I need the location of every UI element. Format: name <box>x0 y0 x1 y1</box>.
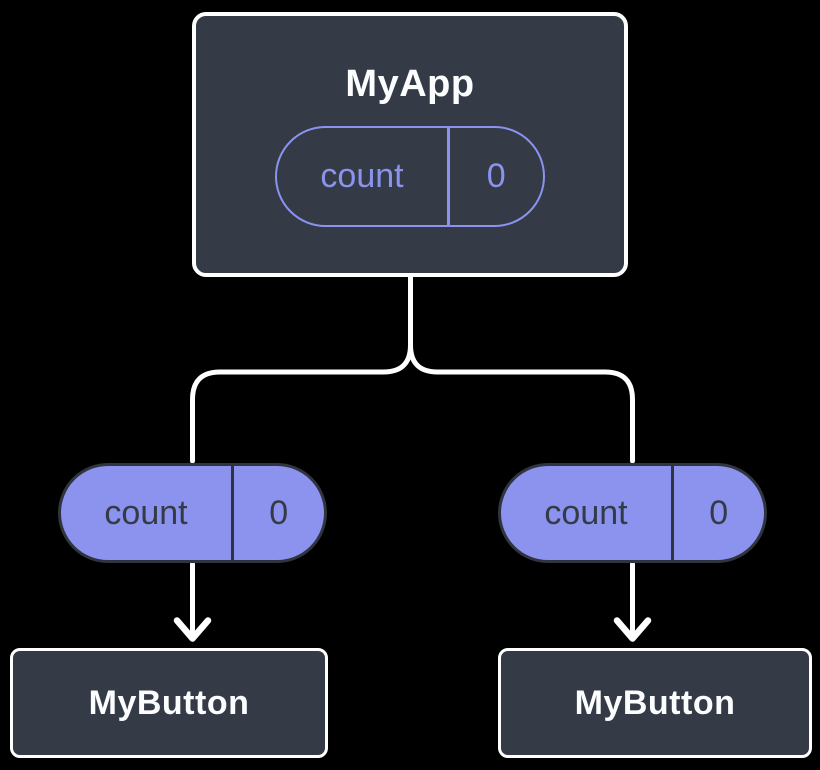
prop-pill-right-label: count <box>544 493 628 532</box>
prop-pill-left-value: 0 <box>269 493 289 532</box>
state-pill-value: 0 <box>486 156 506 195</box>
node-myapp: MyApp count 0 <box>192 12 628 277</box>
prop-pill-left-label: count <box>104 493 188 532</box>
prop-pill-right: count 0 <box>498 463 767 563</box>
node-mybutton-left: MyButton <box>10 648 328 758</box>
arrow-down-icon <box>613 617 652 642</box>
pill-divider <box>447 127 450 225</box>
node-mybutton-right: MyButton <box>498 648 812 758</box>
branch-right-line <box>408 274 635 464</box>
branch-left-line <box>190 274 413 464</box>
arrow-down-icon <box>173 617 212 642</box>
node-mybutton-left-title: MyButton <box>88 683 250 722</box>
node-myapp-title: MyApp <box>345 62 475 105</box>
pill-divider <box>231 466 234 560</box>
state-pill-label: count <box>320 156 404 195</box>
node-mybutton-right-title: MyButton <box>574 683 736 722</box>
prop-pill-left: count 0 <box>58 463 327 563</box>
pill-divider <box>671 466 674 560</box>
prop-pill-right-value: 0 <box>709 493 729 532</box>
state-pill: count 0 <box>275 125 545 227</box>
